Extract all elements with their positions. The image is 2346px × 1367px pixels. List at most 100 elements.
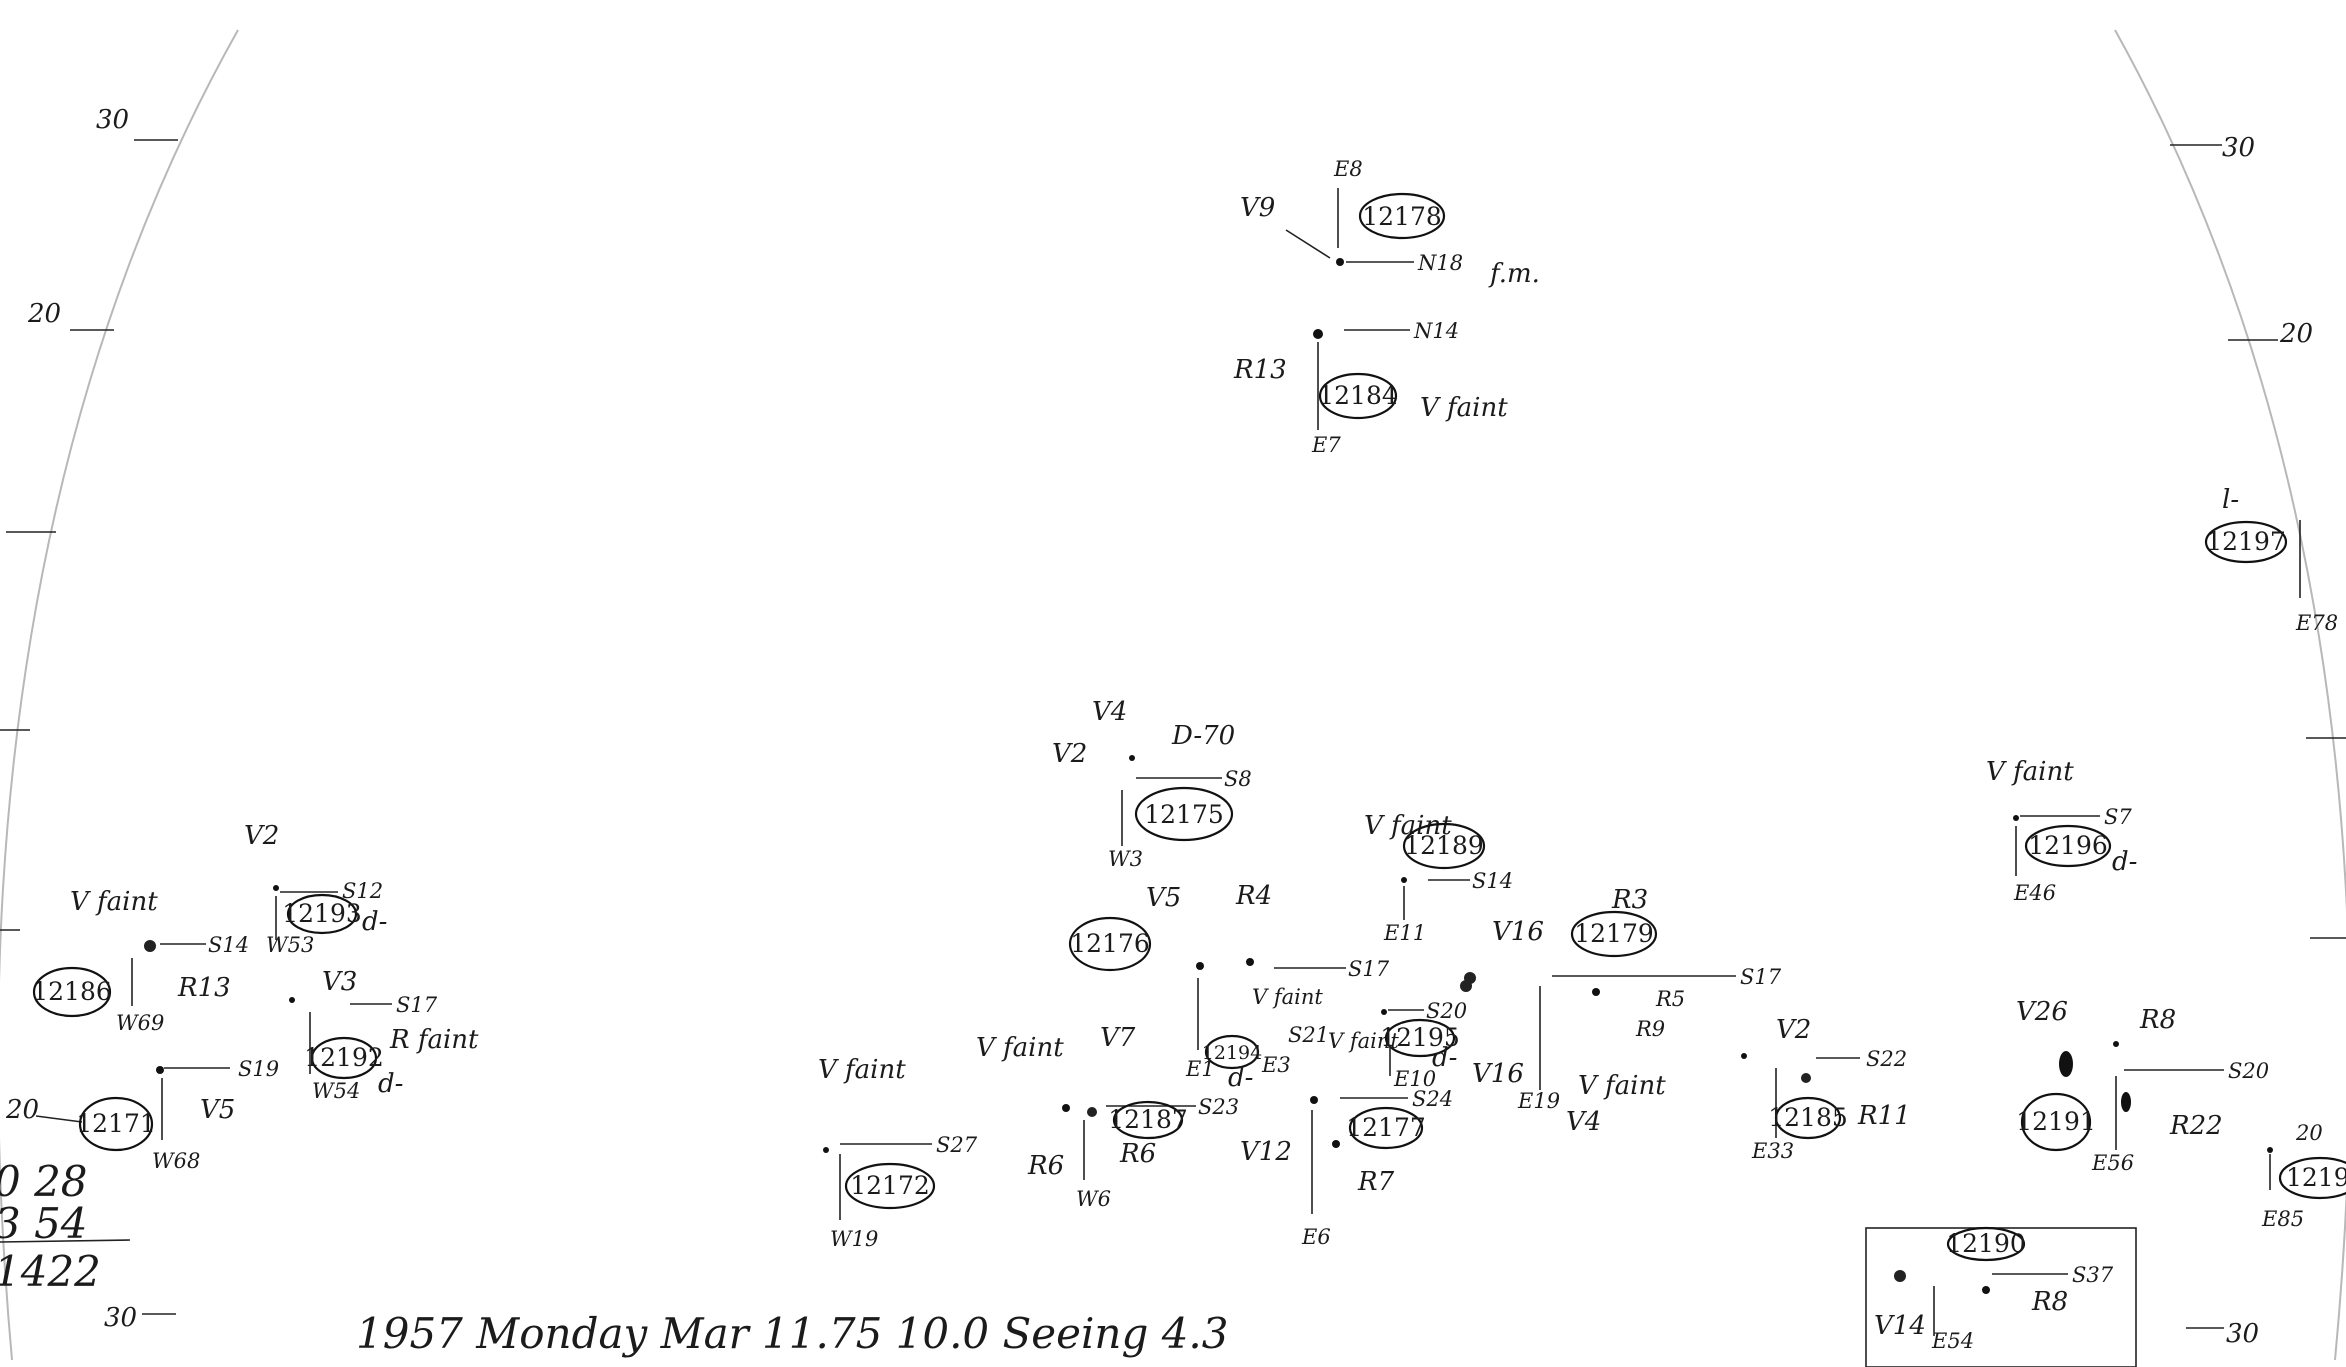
group-label: d- [378, 1069, 403, 1099]
group-label: V14 [1874, 1311, 1926, 1341]
group-label: W19 [830, 1227, 878, 1251]
group-id: 12199 [2286, 1163, 2346, 1192]
group-label: E56 [2091, 1151, 2134, 1175]
group-id: 12193 [282, 899, 362, 928]
sunspot-group-12190: 12190 S37 R8 V14 E54 [1865, 1226, 2137, 1367]
group-label: S37 [2072, 1263, 2114, 1287]
group-label: D-70 [1171, 721, 1235, 751]
group-id-oval [2020, 1092, 2092, 1152]
group-label: d- [1432, 1043, 1457, 1073]
sunspot-group-12186: V faint S14 R13 12186 W69 [32, 887, 249, 1035]
tally-line: 1422 [0, 1247, 101, 1296]
sunspot-group-12197: l- 12197 E78 [2204, 485, 2338, 635]
sunspot-group-12191: V26 R8 S20 R22 12191 E56 [2016, 997, 2269, 1175]
group-id: 12189 [1404, 831, 1484, 860]
group-label: V faint [976, 1033, 1064, 1063]
group-label: V9 [1240, 193, 1275, 223]
group-label: R6 [1027, 1151, 1064, 1181]
group-label: R8 [2139, 1005, 2176, 1035]
group-label: S8 [1224, 767, 1252, 791]
sunspot-group-12179: R3 V16 12179 S17 R5 R9 V faint E19 V4 [1464, 885, 1782, 1137]
group-label: V faint [1252, 985, 1323, 1009]
group-label: S17 [396, 993, 438, 1017]
group-id-oval [1570, 910, 1658, 958]
inset-box [1865, 1227, 2137, 1367]
group-label: E3 [1261, 1053, 1291, 1077]
group-label: V faint [1578, 1071, 1666, 1101]
group-label: V16 [1492, 917, 1544, 947]
group-label: d- [2112, 847, 2137, 877]
sunspot-group-12192: V3 S17 R faint 12192 W54 d- [289, 967, 479, 1103]
group-id-oval [1774, 1096, 1842, 1140]
group-id-oval [1318, 372, 1398, 420]
group-label: S17 [1740, 965, 1782, 989]
group-label: V faint [818, 1055, 906, 1085]
group-label: R4 [1235, 881, 1272, 911]
group-label: E8 [1333, 157, 1363, 181]
group-id: 12192 [304, 1043, 384, 1072]
sunspot-group-12189: V faint 12189 S14 E11 [1364, 811, 1513, 945]
group-id: 12191 [2016, 1107, 2096, 1136]
left-scale-label: 20 [27, 299, 61, 329]
group-label: E54 [1931, 1329, 1974, 1353]
group-id-oval [844, 1162, 936, 1210]
group-label: f.m. [1488, 259, 1540, 289]
disk-limb-right [2114, 29, 2346, 1361]
group-label: E7 [1311, 433, 1341, 457]
right-scale-label: 20 [2279, 319, 2313, 349]
group-label: V faint [1986, 757, 2074, 787]
group-label: V4 [1566, 1107, 1601, 1137]
observation-caption: 1957 Monday Mar 11.75 10.0 Seeing 4.3 [356, 1309, 1229, 1358]
sunspot-group-12187: V faint S23 12187 R6 R6 W6 [976, 1033, 1239, 1211]
group-label: S23 [1198, 1095, 1239, 1119]
group-label: d- [1228, 1063, 1253, 1093]
sunspot-group-12178: E8 V9 12178 N18 f.m. [1240, 157, 1540, 289]
group-label: E33 [1751, 1139, 1794, 1163]
sunspot-group-12176: 12176 V5 R4 S17 V7 [1068, 881, 1390, 1053]
group-label: R6 [1119, 1139, 1156, 1169]
group-label: R13 [1233, 355, 1287, 385]
sunspot-group-12194: V faint S21 12194 E1 d- E3 [1185, 985, 1329, 1093]
group-label: R8 [2031, 1287, 2068, 1317]
group-label: W6 [1076, 1187, 1111, 1211]
group-id-oval [1946, 1226, 2026, 1262]
group-id-oval [286, 893, 358, 935]
group-id: 12184 [1318, 381, 1398, 410]
group-label: V2 [1776, 1015, 1811, 1045]
group-id-oval [1402, 822, 1486, 870]
sunspot-group-12195: V faint S20 12195 E10 d- V16 [1328, 980, 1524, 1091]
group-id: 12175 [1144, 800, 1224, 829]
group-label: S14 [1472, 869, 1513, 893]
group-id: 12197 [2206, 527, 2286, 556]
group-id-oval [1134, 786, 1234, 842]
left-tally: 0 28 3 54 1422 [0, 1157, 131, 1296]
group-label: W53 [266, 933, 314, 957]
group-label: R faint [389, 1025, 479, 1055]
tally-line: 0 28 [0, 1157, 88, 1206]
sunspot-group-12171: S19 V5 20 12171 W68 [5, 1057, 279, 1173]
group-id: 12187 [1108, 1105, 1188, 1134]
group-label: E6 [1301, 1225, 1331, 1249]
group-id: 12177 [1346, 1113, 1426, 1142]
group-label: W69 [116, 1011, 164, 1035]
group-id-oval [2278, 1156, 2346, 1200]
group-label: V12 [1240, 1137, 1292, 1167]
group-id-oval [1068, 916, 1152, 972]
group-label: V7 [1100, 1023, 1136, 1053]
right-scale-label: 30 [2226, 1319, 2259, 1349]
group-id: 12196 [2028, 831, 2108, 860]
group-label: E1 [1185, 1057, 1215, 1081]
group-label: V2 [1052, 739, 1087, 769]
left-scale-label: 30 [104, 1303, 137, 1333]
group-label: S14 [208, 933, 249, 957]
group-label: R5 [1655, 987, 1685, 1011]
group-label: V16 [1472, 1059, 1524, 1089]
sunspot-group-12172: V faint S27 12172 W19 [818, 1055, 978, 1251]
sunspot-group-12185: V2 S22 12185 E33 R11 [1741, 1015, 1911, 1163]
group-id: 12186 [32, 977, 112, 1006]
sunspot-group-12196: V faint S7 12196 E46 d- [1986, 757, 2137, 905]
group-label: S19 [238, 1057, 279, 1081]
group-label: E46 [2013, 881, 2056, 905]
group-id-oval [1112, 1100, 1184, 1140]
